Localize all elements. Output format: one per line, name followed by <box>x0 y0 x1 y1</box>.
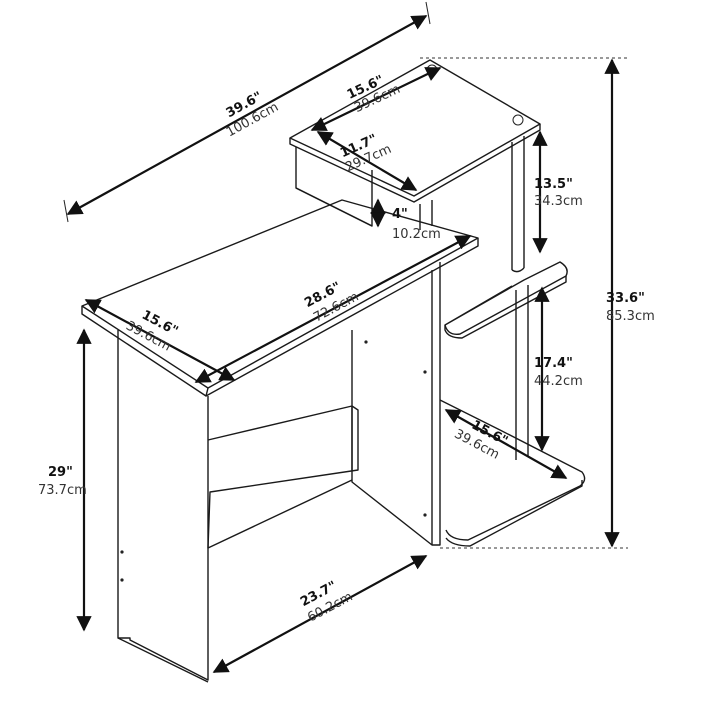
desk-height-inch: 29" <box>48 465 73 480</box>
desk-side-panel <box>351 262 441 546</box>
upper-shelf-gap-inch: 13.5" <box>534 177 573 192</box>
middle-shelf <box>444 261 568 335</box>
desk-height-cm: 73.7cm <box>38 483 87 498</box>
overall-height-cm: 85.3cm <box>606 309 655 324</box>
lower-shelf-gap-inch: 17.4" <box>534 356 573 371</box>
modesty-panel <box>207 405 359 549</box>
upper-shelf-gap-cm: 34.3cm <box>534 194 583 209</box>
riser-height-cm: 10.2cm <box>392 227 441 242</box>
riser-height-inch: 4" <box>392 207 408 222</box>
top-shelf-post <box>511 136 525 270</box>
overall-height-inch: 33.6" <box>606 291 645 306</box>
dimension-lines <box>63 1 628 673</box>
lower-shelf-gap-cm: 44.2cm <box>534 374 583 389</box>
bottom-shelf <box>439 399 586 541</box>
lower-shelf-post <box>515 285 529 460</box>
desk-left-leg <box>117 330 209 681</box>
